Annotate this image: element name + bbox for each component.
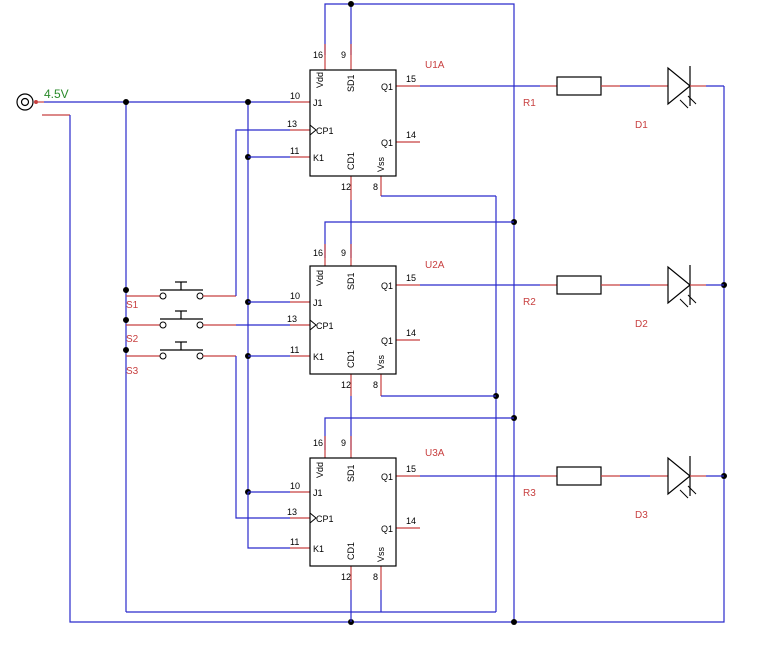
pin-number-15: 15 — [406, 74, 416, 84]
ic-label-u3a: U3A — [425, 448, 445, 459]
pin-name-sd: SD1 — [346, 272, 356, 290]
pin-number-9: 9 — [341, 438, 346, 448]
pin-name-j: J1 — [313, 488, 323, 498]
switch-label-s2: S2 — [126, 334, 139, 345]
pin-number-9: 9 — [341, 248, 346, 258]
pin-number-15: 15 — [406, 464, 416, 474]
pin-name-cd: CD1 — [346, 152, 356, 170]
pin-name-cp: CP1 — [316, 126, 334, 136]
pin-name-vss: Vss — [376, 354, 386, 370]
pin-name-sd: SD1 — [346, 74, 356, 92]
pin-number-12: 12 — [341, 572, 351, 582]
output-stage-1 — [420, 66, 724, 109]
pin-name-q: Q1 — [381, 281, 393, 291]
ic-label-u2a: U2A — [425, 260, 445, 271]
pin-number-11: 11 — [290, 345, 299, 355]
flipflop-u3a — [247, 396, 514, 622]
pin-number-9: 9 — [341, 50, 346, 60]
pin-number-14: 14 — [406, 130, 416, 140]
pin-name-cd: CD1 — [346, 542, 356, 560]
pin-name-k: K1 — [313, 153, 324, 163]
pin-number-10: 10 — [290, 481, 300, 491]
pin-number-16: 16 — [313, 438, 323, 448]
pin-number-15: 15 — [406, 273, 416, 283]
voltage-source — [16, 93, 70, 116]
pin-number-8: 8 — [373, 182, 378, 192]
pin-name-qbar: Q1 — [381, 524, 393, 534]
pin-name-j: J1 — [313, 98, 323, 108]
pin-name-cd: CD1 — [346, 350, 356, 368]
junction-dots — [123, 1, 727, 625]
pin-name-vss: Vss — [376, 156, 386, 172]
switch-label-s3: S3 — [126, 366, 139, 377]
pin-number-14: 14 — [406, 516, 416, 526]
pin-number-12: 12 — [341, 182, 351, 192]
switch-label-s1: S1 — [126, 300, 139, 311]
pin-number-8: 8 — [373, 380, 378, 390]
pin-name-q: Q1 — [381, 82, 393, 92]
pin-number-10: 10 — [290, 91, 300, 101]
pin-number-13: 13 — [287, 507, 297, 517]
pin-name-cp: CP1 — [316, 514, 334, 524]
pin-name-qbar: Q1 — [381, 336, 393, 346]
pin-name-cp: CP1 — [316, 321, 334, 331]
resistor-label-r1: R1 — [523, 98, 536, 109]
led-label-d2: D2 — [635, 319, 648, 330]
pin-name-q: Q1 — [381, 472, 393, 482]
supply-wires — [44, 3, 725, 623]
pin-name-vdd: Vdd — [315, 270, 325, 286]
led-label-d1: D1 — [635, 120, 648, 131]
pin-name-vdd: Vdd — [315, 462, 325, 478]
ic-label-u1a: U1A — [425, 60, 445, 71]
output-stage-3 — [420, 456, 724, 499]
resistor-label-r3: R3 — [523, 488, 536, 499]
flipflop-u2a — [248, 200, 514, 397]
pin-number-10: 10 — [290, 291, 300, 301]
pin-number-16: 16 — [313, 248, 323, 258]
pin-name-vss: Vss — [376, 546, 386, 562]
pin-name-k: K1 — [313, 544, 324, 554]
pin-name-vdd: Vdd — [315, 72, 325, 88]
pin-number-13: 13 — [287, 314, 297, 324]
pin-number-11: 11 — [290, 146, 299, 156]
flipflop-u1a — [248, 44, 496, 200]
resistor-label-r2: R2 — [523, 297, 536, 308]
pin-number-16: 16 — [313, 50, 323, 60]
output-stage-2 — [420, 265, 724, 308]
pin-name-qbar: Q1 — [381, 138, 393, 148]
push-switches — [126, 281, 236, 360]
pin-name-k: K1 — [313, 352, 324, 362]
pin-name-j: J1 — [313, 298, 323, 308]
pin-name-sd: SD1 — [346, 464, 356, 482]
pin-number-12: 12 — [341, 380, 351, 390]
clock-wires — [235, 129, 290, 519]
pin-number-8: 8 — [373, 572, 378, 582]
pin-number-13: 13 — [287, 119, 297, 129]
led-label-d3: D3 — [635, 510, 648, 521]
pin-number-11: 11 — [290, 537, 299, 547]
pin-number-14: 14 — [406, 328, 416, 338]
source-voltage-label: 4.5V — [44, 87, 69, 101]
